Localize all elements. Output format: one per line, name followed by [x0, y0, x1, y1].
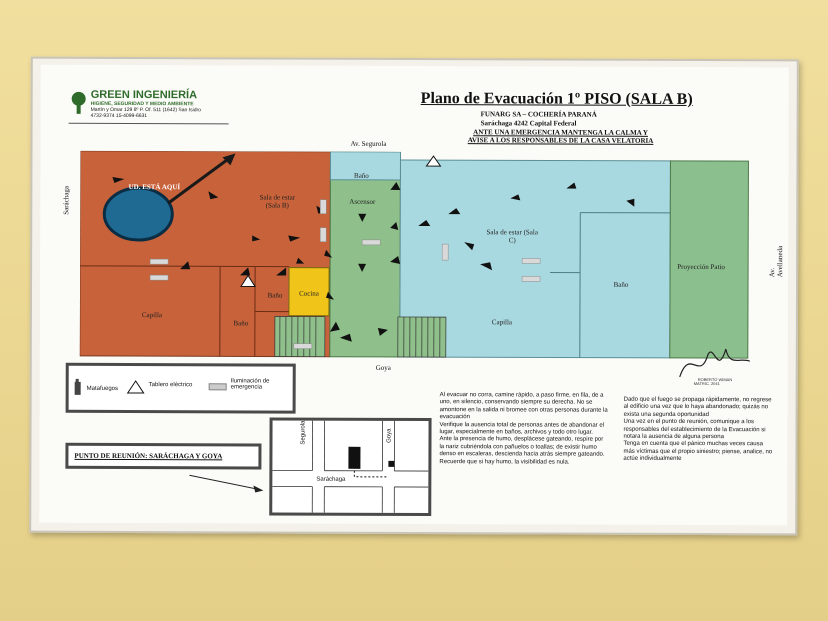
room-sala-b: Sala de estar (Sala B): [259, 193, 296, 210]
room-ascensor: Ascensor: [349, 197, 376, 206]
meeting-street-goya: Goya: [386, 428, 393, 443]
you-are-here-label: UD. ESTÁ AQUÍ: [128, 183, 181, 192]
room-bano-right: Baño: [613, 280, 629, 289]
room-bano-1: Baño: [267, 291, 283, 300]
street-left: Saráchaga: [62, 186, 71, 215]
instructions-left: Al evacuar no corra, camine rápido, a pa…: [439, 392, 609, 467]
legend-iluminacion: Iluminación de emergencia: [230, 378, 270, 391]
electric-panel-icon: [126, 380, 145, 394]
meeting-point-map: Segurola Goya Saráchaga: [269, 417, 432, 517]
room-cocina: Cocina: [299, 289, 319, 298]
room-sala-c: Sala de estar (Sala C): [486, 228, 538, 245]
instruction-item: Ante la presencia de humo, desplácese ga…: [439, 436, 605, 466]
instruction-item: Una vez en el punto de reunión, comuniqu…: [623, 418, 766, 441]
company-phone: 4732-9374 15-4099-6631: [90, 112, 148, 120]
extinguisher-icon: [74, 378, 81, 395]
room-proyeccion-patio: Proyección Patio: [677, 262, 725, 272]
warning-line-2: AVISE A LOS RESPONSABLES DE LA CASA VELA…: [467, 136, 654, 145]
meeting-map-streets: [272, 420, 429, 513]
street-right: Av. Avellaneda: [768, 245, 785, 278]
street-bottom: Goya: [375, 363, 391, 372]
meeting-pointer-arrow: [189, 474, 264, 493]
instruction-item: Tenga en cuenta que el pánico muchas vec…: [623, 441, 773, 463]
evacuation-plan-frame: GREEN INGENIERÍA HIGIENE, SEGURIDAD Y ME…: [29, 56, 799, 536]
svg-text:ROBERTO WIMAN: ROBERTO WIMAN: [698, 377, 733, 382]
tree-logo-icon: [71, 91, 86, 114]
company-name: GREEN INGENIERÍA: [90, 88, 198, 102]
emergency-light-icon: [208, 383, 227, 391]
legend-tablero: Tablero eléctrico: [148, 382, 193, 389]
meeting-street-sarachaga: Saráchaga: [316, 476, 346, 483]
logo-underline: [68, 122, 229, 125]
instruction-item: Dado que el fuego se propaga rápidamente…: [623, 396, 772, 418]
street-top: Av. Segurola: [350, 139, 387, 148]
page-title: Plano de Evacuación 1º PISO (SALA B): [420, 90, 693, 108]
room-bano-top: Baño: [354, 171, 369, 180]
legend-box: Matafuegos Tablero eléctrico Iluminación…: [65, 362, 296, 414]
floor-plan: [79, 150, 749, 359]
svg-text:MATRIC. 2041: MATRIC. 2041: [694, 381, 721, 386]
subtitle-address: Saráchaga 4242 Capital Federal: [480, 119, 577, 128]
legend-matafuegos: Matafuegos: [86, 385, 119, 392]
room-capilla-left: Capilla: [141, 311, 163, 320]
subtitle-company: FUNARG SA – COCHERÍA PARANÁ: [480, 110, 597, 119]
meeting-point-label: PUNTO DE REUNIÓN: SARÁCHAGA Y GOYA: [74, 451, 223, 461]
room-bano-2: Baño: [233, 319, 249, 328]
meeting-street-segurola: Segurola: [300, 420, 307, 445]
instruction-item: Al evacuar no corra, camine rápido, a pa…: [439, 392, 608, 421]
evacuation-plan-sheet: GREEN INGENIERÍA HIGIENE, SEGURIDAD Y ME…: [39, 64, 789, 526]
room-capilla-right: Capilla: [491, 318, 513, 327]
instructions-right: Dado que el fuego se propaga rápidamente…: [623, 397, 773, 464]
signature-stamp: ROBERTO WIMAN MATRIC. 2041: [679, 348, 750, 386]
instruction-item: Verifique la ausencia total de personas …: [439, 421, 605, 436]
